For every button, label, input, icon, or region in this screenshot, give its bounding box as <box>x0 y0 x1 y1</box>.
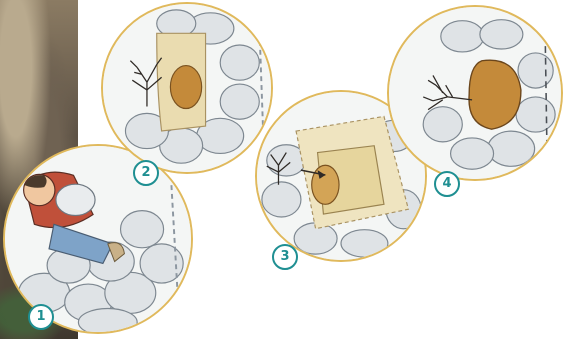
step-1-badge: 1 <box>28 304 54 330</box>
step-4-drawing <box>389 7 561 179</box>
illustration-step-4 <box>387 5 563 181</box>
step-3-badge: 3 <box>272 244 298 270</box>
step-4-badge: 4 <box>434 171 460 197</box>
step-1-drawing <box>5 146 191 332</box>
illustration-step-2 <box>101 2 273 174</box>
illustration-step-1 <box>3 144 193 334</box>
step-2-badge: 2 <box>133 160 159 186</box>
step-2-drawing <box>103 4 271 172</box>
